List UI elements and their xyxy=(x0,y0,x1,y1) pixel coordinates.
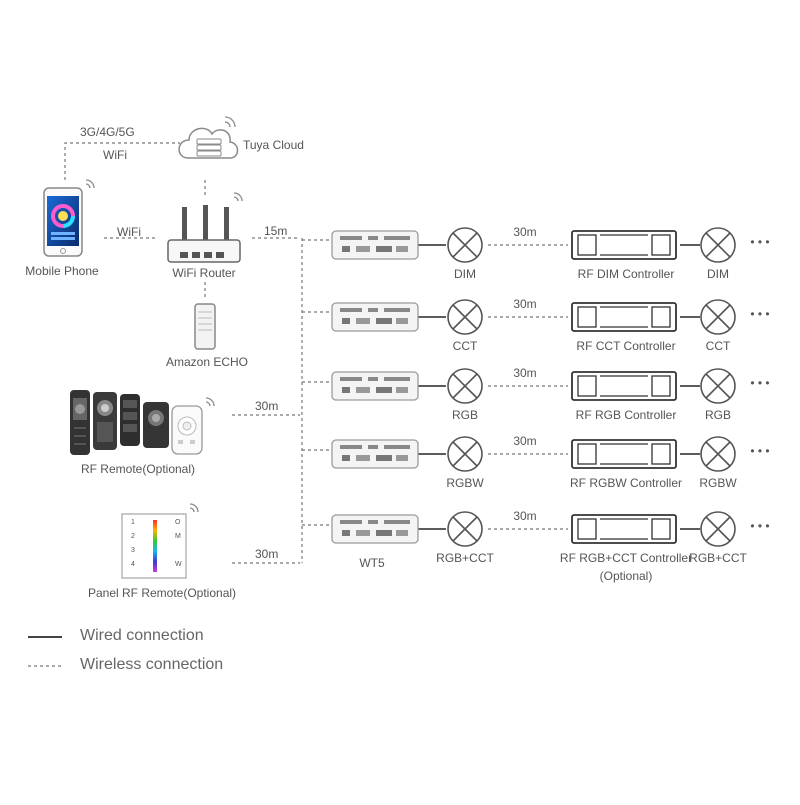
led-controller-icon xyxy=(331,439,419,469)
lamp-icon xyxy=(447,511,483,547)
row-3-mode: RGB xyxy=(451,408,479,422)
row-1-output: DIM xyxy=(707,267,729,281)
row-5-distance: 30m xyxy=(513,509,537,523)
lamp-icon xyxy=(447,227,483,263)
wireless-links xyxy=(64,142,568,564)
row-2-controller: RF CCT Controller xyxy=(576,339,676,353)
panel-key-w: W xyxy=(175,561,182,568)
cloud-name: Tuya Cloud xyxy=(243,138,304,152)
phone-name: Mobile Phone xyxy=(25,264,99,278)
panel-key-m: M xyxy=(175,533,181,540)
row-4-controller: RF RGBW Controller xyxy=(569,476,683,490)
receiver-devices xyxy=(331,230,419,544)
rf-controller-icon xyxy=(571,514,677,544)
panel-key-4: 4 xyxy=(131,561,135,568)
legend-wireless-label: Wireless connection xyxy=(80,656,224,673)
panel-remote-distance: 30m xyxy=(255,547,279,561)
row-2-mode: CCT xyxy=(452,339,478,353)
router-distance: 15m xyxy=(264,224,288,238)
rf-remote-icon xyxy=(70,390,215,455)
row-5-controller: RF RGB+CCT Controller xyxy=(559,551,693,565)
row-3-controller: RF RGB Controller xyxy=(575,408,677,422)
wall-panel-icon xyxy=(121,503,199,579)
row-5-more: • • • xyxy=(750,519,770,533)
lamp-icon xyxy=(700,368,736,404)
led-controller-icon xyxy=(331,514,419,544)
router-name: WiFi Router xyxy=(172,266,236,280)
wired-links xyxy=(418,244,700,530)
rf-remote-distance: 30m xyxy=(255,399,279,413)
led-controller-icon xyxy=(331,302,419,332)
row-5-controller-note: (Optional) xyxy=(599,569,653,583)
panel-key-3: 3 xyxy=(131,547,135,554)
row-1-mode: DIM xyxy=(454,267,476,281)
cloud-link-label-2: WiFi xyxy=(103,148,127,162)
row-1-more: • • • xyxy=(750,235,770,249)
row-4-distance: 30m xyxy=(513,434,537,448)
row-2-more: • • • xyxy=(750,307,770,321)
legend-wired-label: Wired connection xyxy=(80,627,204,644)
rf-controller-icon xyxy=(571,439,677,469)
rf-controller-icon xyxy=(571,371,677,401)
cloud-server-icon xyxy=(178,116,239,159)
legend xyxy=(28,636,62,667)
led-controller-icon xyxy=(331,371,419,401)
rf-controller-icon xyxy=(571,302,677,332)
led-controller-icon xyxy=(331,230,419,260)
cloud-link-label-1: 3G/4G/5G xyxy=(80,125,135,139)
lamp-icon xyxy=(700,436,736,472)
echo-name: Amazon ECHO xyxy=(165,355,249,369)
panel-key-o: O xyxy=(175,519,181,526)
lamps xyxy=(447,227,736,547)
row-5-output: RGB+CCT xyxy=(689,551,747,565)
row-4-output: RGBW xyxy=(699,476,737,490)
panel-key-1: 1 xyxy=(131,519,135,526)
row-3-more: • • • xyxy=(750,376,770,390)
rf-controller-icon xyxy=(571,230,677,260)
receiver-name: WT5 xyxy=(359,556,385,570)
phone-router-link-label: WiFi xyxy=(117,225,141,239)
row-4-more: • • • xyxy=(750,444,770,458)
row-2-output: CCT xyxy=(705,339,731,353)
smartphone-icon xyxy=(43,179,95,257)
row-1-distance: 30m xyxy=(513,225,537,239)
panel-key-2: 2 xyxy=(131,533,135,540)
lamp-icon xyxy=(447,299,483,335)
lamp-icon xyxy=(700,511,736,547)
rf-remote-name: RF Remote(Optional) xyxy=(80,462,196,476)
row-3-output: RGB xyxy=(704,408,732,422)
panel-remote-name: Panel RF Remote(Optional) xyxy=(87,586,237,600)
row-5-mode: RGB+CCT xyxy=(436,551,494,565)
rf-controllers xyxy=(571,230,677,544)
row-2-distance: 30m xyxy=(513,297,537,311)
lamp-icon xyxy=(447,368,483,404)
row-1-controller: RF DIM Controller xyxy=(577,267,675,281)
lamp-icon xyxy=(700,227,736,263)
lamp-icon xyxy=(700,299,736,335)
phone-cloud-link xyxy=(64,142,180,180)
row-4-mode: RGBW xyxy=(446,476,484,490)
wifi-router-icon xyxy=(167,192,243,263)
row-3-distance: 30m xyxy=(513,366,537,380)
lamp-icon xyxy=(447,436,483,472)
smart-speaker-icon xyxy=(194,303,216,350)
